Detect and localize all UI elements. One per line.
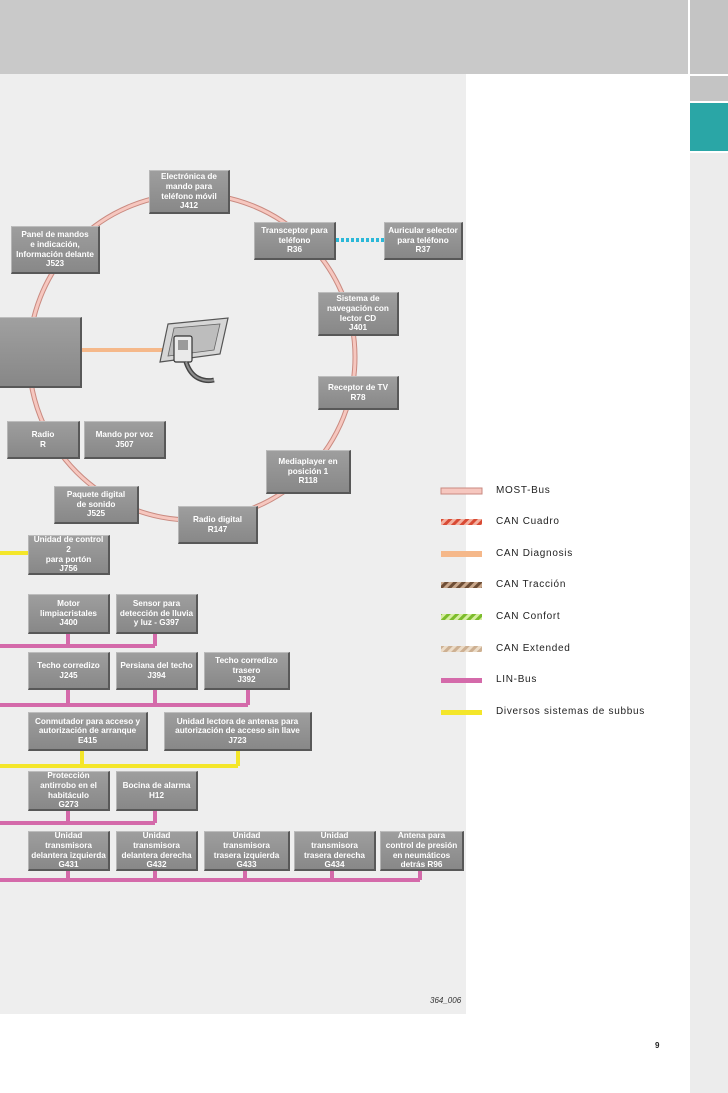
section-tab [690,103,728,151]
legend-swatches [440,487,483,715]
legend-most: MOST-Bus [496,485,551,496]
box-j401: Sistema de navegación con lector CD J401 [318,292,399,336]
legend-can-extended: CAN Extended [496,643,571,654]
box-j756: Unidad de control 2 para portón J756 [28,535,110,575]
diagnosis-connector-icon [159,317,229,384]
box-g431: Unidad transmisora delantera izquierda G… [28,831,110,871]
page-number: 9 [655,1041,660,1050]
box-j412: Electrónica de mando para teléfono móvil… [149,170,230,214]
figure-id: 364_006 [430,996,462,1005]
box-r96: Antena para control de presión en neumát… [380,831,464,871]
legend-lin-bus: LIN-Bus [496,674,538,685]
right-margin-strip [690,153,728,1093]
box-g397: Sensor para detección de lluvia y luz - … [116,594,198,634]
box-j507: Mando por voz J507 [84,421,166,459]
box-j400: Motor limpiacristales J400 [28,594,110,634]
box-r147: Radio digital R147 [178,506,258,544]
box-j525: Paquete digital de sonido J525 [54,486,139,524]
legend-can-cuadro: CAN Cuadro [496,516,560,527]
box-h12: Bocina de alarma H12 [116,771,198,811]
box-j394: Persiana del techo J394 [116,652,198,690]
legend-can-confort: CAN Confort [496,611,561,622]
subbus-lines [0,551,240,768]
box-j723: Unidad lectora de antenas para autorizac… [164,712,312,751]
box-j523: Panel de mandos e indicación, Informació… [11,226,100,274]
legend-subbus: Diversos sistemas de subbus [496,706,645,717]
box-g432: Unidad transmisora delantera derecha G43… [116,831,198,871]
lin-lines [0,634,422,882]
mid-tab [690,76,728,101]
diagnosis-interface-box [0,317,82,388]
box-r78: Receptor de TV R78 [318,376,399,410]
legend-can-traccion: CAN Tracción [496,579,567,590]
header-bar [0,0,688,74]
legend-can-diagnosis: CAN Diagnosis [496,548,573,559]
box-radio: Radio R [7,421,80,459]
top-tab [690,0,728,74]
box-e415: Conmutador para acceso y autorización de… [28,712,148,751]
box-r37: Auricular selector para teléfono R37 [384,222,463,260]
box-g433: Unidad transmisora trasera izquierda G43… [204,831,290,871]
box-j392: Techo corredizo trasero J392 [204,652,290,690]
box-r118: Mediaplayer en posición 1 R118 [266,450,351,494]
box-g273: Protección antirrobo en el habitáculo G2… [28,771,110,811]
box-r36: Transceptor para teléfono R36 [254,222,336,260]
box-j245: Techo corredizo J245 [28,652,110,690]
box-g434: Unidad transmisora trasera derecha G434 [294,831,376,871]
